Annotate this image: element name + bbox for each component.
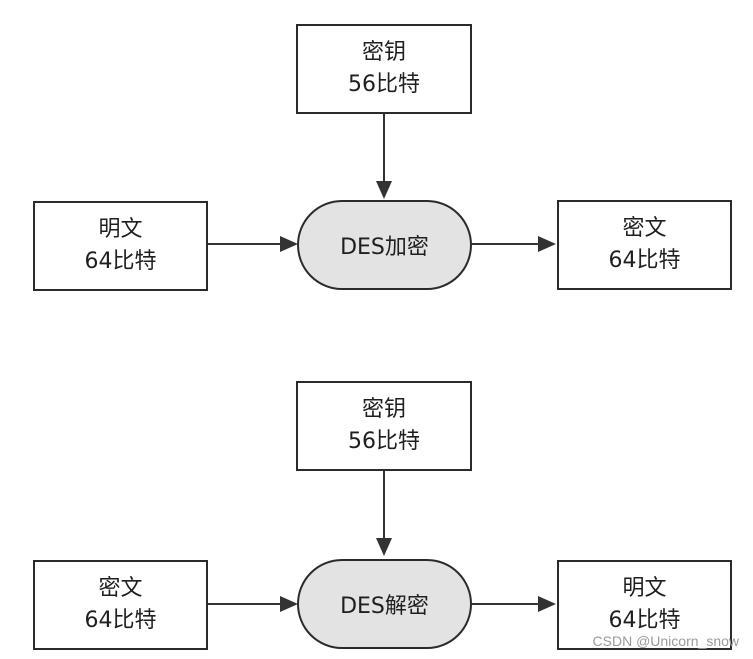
decrypt-key-arrow-line [383, 471, 385, 539]
encrypt-output-arrow-head [538, 236, 556, 252]
decrypt-input-size: 64比特 [84, 608, 157, 633]
decrypt-input-arrow-head [280, 596, 298, 612]
encrypt-input-title: 明文 [98, 217, 143, 243]
decrypt-output-arrow-head [538, 596, 556, 612]
encrypt-input-size: 64比特 [84, 249, 157, 274]
encrypt-key-arrow-head [376, 181, 392, 199]
decrypt-key-size: 56比特 [348, 429, 420, 454]
decrypt-input-box: 密文 64比特 [33, 560, 208, 650]
encrypt-process-label: DES加密 [340, 235, 429, 260]
encrypt-output-title: 密文 [622, 216, 667, 242]
encrypt-key-title: 密钥 [361, 40, 406, 66]
encrypt-output-size: 64比特 [608, 248, 681, 273]
encrypt-output-box: 密文 64比特 [557, 200, 732, 290]
decrypt-output-title: 明文 [622, 576, 667, 602]
encrypt-output-arrow-line [472, 243, 540, 245]
decrypt-input-arrow-line [208, 603, 282, 605]
encrypt-key-box: 密钥 56比特 [296, 24, 472, 114]
encrypt-process-node: DES加密 [297, 200, 472, 290]
encrypt-key-arrow-line [383, 114, 385, 182]
decrypt-key-box: 密钥 56比特 [296, 381, 472, 471]
decrypt-output-box: 明文 64比特 [557, 560, 732, 650]
watermark-text: CSDN @Unicorn_snow [592, 633, 739, 649]
decrypt-output-size: 64比特 [608, 608, 681, 633]
decrypt-key-arrow-head [376, 538, 392, 556]
decrypt-process-label: DES解密 [340, 594, 429, 619]
decrypt-process-node: DES解密 [297, 559, 472, 649]
encrypt-input-arrow-head [280, 236, 298, 252]
decrypt-input-title: 密文 [98, 576, 143, 602]
decrypt-output-arrow-line [472, 603, 540, 605]
decrypt-key-title: 密钥 [361, 397, 406, 423]
encrypt-key-size: 56比特 [348, 72, 420, 97]
encrypt-input-arrow-line [208, 243, 282, 245]
encrypt-input-box: 明文 64比特 [33, 201, 208, 291]
